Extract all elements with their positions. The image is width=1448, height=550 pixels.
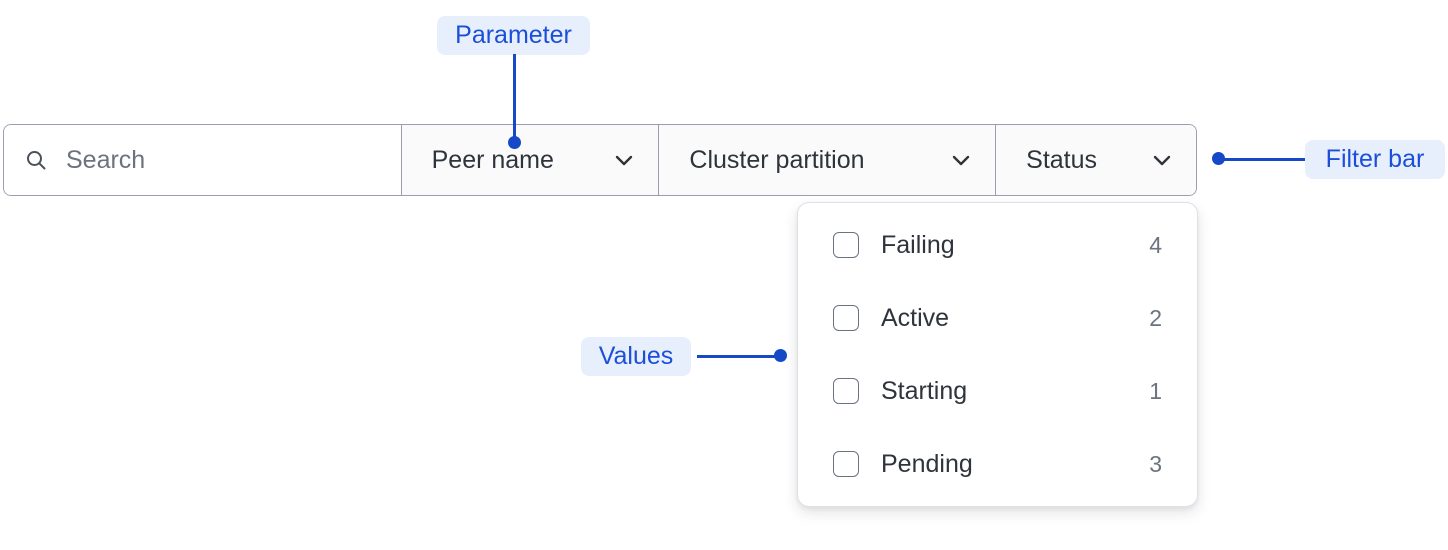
chevron-down-icon	[949, 148, 973, 172]
option-count: 3	[1149, 450, 1162, 477]
annotation-leader-line-parameter	[513, 54, 516, 142]
option-label: Failing	[881, 230, 955, 259]
list-item[interactable]: Starting 1	[833, 369, 1162, 413]
checkbox-starting[interactable]	[833, 378, 859, 404]
filter-dropdown-peer-name-label: Peer name	[431, 145, 554, 174]
option-count: 4	[1149, 231, 1162, 258]
filter-dropdown-cluster-partition[interactable]: Cluster partition	[659, 125, 997, 195]
option-count: 1	[1149, 377, 1162, 404]
annotation-anchor-dot-values	[774, 349, 787, 362]
status-dropdown-panel: Failing 4 Active 2 Starting 1 Pending 3	[797, 202, 1198, 507]
checkbox-pending[interactable]	[833, 451, 859, 477]
option-label: Starting	[881, 376, 968, 405]
chevron-down-icon	[1150, 148, 1174, 172]
filter-dropdown-status-label: Status	[1026, 145, 1098, 174]
annotation-leader-line-filter-bar	[1220, 158, 1305, 161]
annotation-label-parameter: Parameter	[437, 16, 590, 55]
option-count: 2	[1149, 304, 1162, 331]
annotation-label-values: Values	[581, 337, 691, 376]
search-icon	[24, 148, 48, 172]
annotation-leader-line-values	[697, 355, 781, 358]
filter-dropdown-peer-name[interactable]: Peer name	[401, 125, 660, 195]
annotation-anchor-dot-parameter	[508, 136, 521, 149]
chevron-down-icon	[612, 148, 636, 172]
search-input[interactable]	[66, 145, 386, 175]
checkbox-failing[interactable]	[833, 232, 859, 258]
annotation-anchor-dot-filter-bar	[1212, 152, 1225, 165]
filter-bar: Peer name Cluster partition Status	[3, 124, 1197, 196]
list-item[interactable]: Failing 4	[833, 223, 1162, 267]
annotation-label-filter-bar: Filter bar	[1305, 140, 1445, 179]
list-item[interactable]: Active 2	[833, 296, 1162, 340]
filter-dropdown-status[interactable]: Status	[996, 125, 1196, 195]
option-label: Pending	[881, 449, 973, 478]
list-item[interactable]: Pending 3	[833, 442, 1162, 486]
option-label: Active	[881, 303, 950, 332]
filter-dropdown-cluster-partition-label: Cluster partition	[689, 145, 865, 174]
search-field[interactable]	[4, 125, 402, 195]
checkbox-active[interactable]	[833, 305, 859, 331]
